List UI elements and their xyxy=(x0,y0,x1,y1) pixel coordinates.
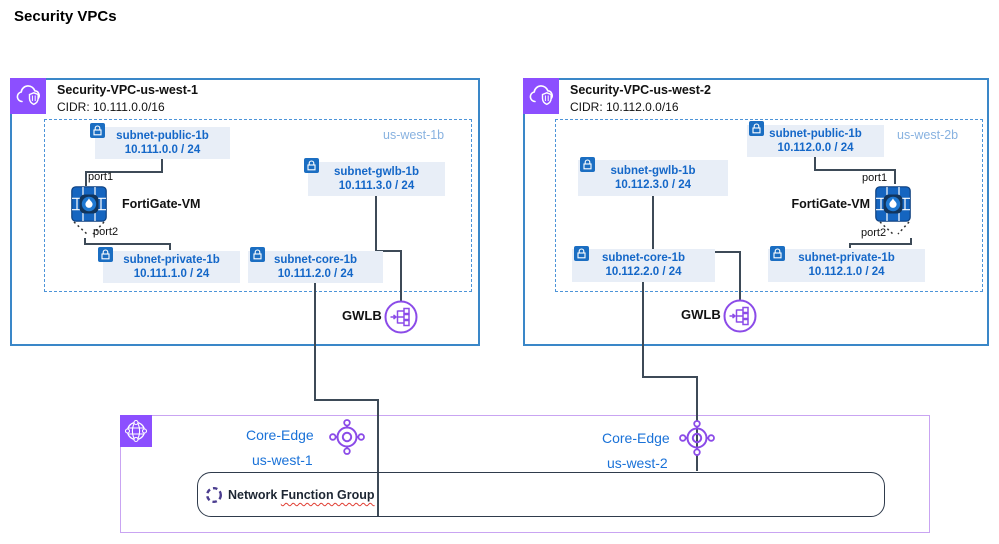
cloud-shield-icon xyxy=(523,78,559,114)
port1-label-2: port1 xyxy=(862,172,888,184)
gwlb-label-2: GWLB xyxy=(681,307,721,322)
port1-connector-vpc1 xyxy=(85,159,163,186)
subnet-box-gwlb-1: subnet-gwlb-1b 10.111.3.0 / 24 xyxy=(308,162,445,196)
port1-label-1: port1 xyxy=(88,171,114,183)
gwlb-label-1: GWLB xyxy=(342,308,382,323)
subnet-box-gwlb-2: subnet-gwlb-1b 10.112.3.0 / 24 xyxy=(578,160,728,196)
core-edge-1-region: us-west-1 xyxy=(252,452,313,468)
fortigate-icon xyxy=(875,186,911,222)
lock-icon xyxy=(770,246,785,261)
transit-gateway-icon xyxy=(679,420,715,456)
subnet-box-public-1: subnet-public-1b 10.111.0.0 / 24 xyxy=(95,127,230,159)
core-edge-1-name: Core-Edge xyxy=(246,427,314,443)
core-edge-2-region: us-west-2 xyxy=(607,455,668,471)
cloud-shield-icon xyxy=(10,78,46,114)
vpc1-title: Security-VPC-us-west-1 xyxy=(57,83,199,97)
subnet-name: subnet-core-1b xyxy=(601,252,686,264)
lock-icon xyxy=(98,247,113,262)
vpc1-cidr: CIDR: 10.111.0.0/16 xyxy=(57,100,165,114)
az1-label: us-west-1b xyxy=(383,128,445,142)
vpc-box-us-west-1 xyxy=(10,78,480,346)
subnet-name: subnet-gwlb-1b xyxy=(610,165,696,177)
subnet-cidr: 10.112.2.0 / 24 xyxy=(605,266,682,278)
firewall-label-2: FortiGate-VM xyxy=(791,197,870,211)
lock-icon xyxy=(304,158,319,173)
port2-connector-vpc1 xyxy=(84,238,171,250)
subnet-name: subnet-gwlb-1b xyxy=(334,166,419,178)
core-subnet-to-nfg-vpc1 xyxy=(314,283,379,516)
dashed-circle-icon xyxy=(205,486,223,504)
az-box-us-west-1b xyxy=(44,119,472,292)
port2-label-2: port2 xyxy=(861,227,887,239)
subnet-box-private-2: subnet-private-1b 10.112.1.0 / 24 xyxy=(768,249,925,282)
subnet-box-private-1: subnet-private-1b 10.111.1.0 / 24 xyxy=(103,251,240,283)
port2-label-1: port2 xyxy=(93,226,119,238)
gwlb-subnet-connector-vpc2 xyxy=(652,196,741,300)
lock-icon xyxy=(250,247,265,262)
port2-connector-vpc2 xyxy=(849,238,912,248)
page-title: Security VPCs xyxy=(14,8,117,25)
transit-gateway-icon xyxy=(329,419,365,455)
subnet-cidr: 10.112.3.0 / 24 xyxy=(614,179,692,191)
subnet-box-public-2: subnet-public-1b 10.112.0.0 / 24 xyxy=(747,125,884,157)
nfg-words-function-group: Function Group xyxy=(280,488,375,502)
az-box-us-west-2b xyxy=(555,119,983,292)
subnet-cidr: 10.111.1.0 / 24 xyxy=(133,268,210,280)
subnet-name: subnet-public-1b xyxy=(769,128,862,140)
subnet-name: subnet-private-1b xyxy=(123,254,220,266)
subnet-cidr: 10.112.0.0 / 24 xyxy=(777,142,854,154)
nfg-word-network: Network xyxy=(228,488,278,502)
subnet-box-core-1: subnet-core-1b 10.111.2.0 / 24 xyxy=(248,251,383,283)
network-function-group-box xyxy=(197,472,885,517)
network-function-group-label: Network Function Group xyxy=(228,488,375,502)
subnet-name: subnet-public-1b xyxy=(116,130,209,142)
lock-icon xyxy=(574,246,589,261)
vpc-box-us-west-2 xyxy=(523,78,989,346)
lock-icon xyxy=(749,121,764,136)
subnet-cidr: 10.111.3.0 / 24 xyxy=(338,180,415,192)
subnet-name: subnet-core-1b xyxy=(273,254,358,266)
subnet-cidr: 10.112.1.0 / 24 xyxy=(808,266,885,278)
gateway-load-balancer-icon xyxy=(723,299,757,333)
cloud-wan-icon xyxy=(120,415,152,447)
subnet-cidr: 10.111.2.0 / 24 xyxy=(277,268,354,280)
fortigate-icon xyxy=(71,186,107,222)
firewall-label-1: FortiGate-VM xyxy=(122,197,201,211)
az2-label: us-west-2b xyxy=(897,128,959,142)
gateway-load-balancer-icon xyxy=(384,300,418,334)
port1-connector-vpc2 xyxy=(814,157,896,184)
subnet-name: subnet-private-1b xyxy=(798,252,895,264)
lock-icon xyxy=(580,157,595,172)
lock-icon xyxy=(90,123,105,138)
vpc2-cidr: CIDR: 10.112.0.0/16 xyxy=(570,100,679,114)
vpc2-title: Security-VPC-us-west-2 xyxy=(570,83,712,97)
gwlb-subnet-connector-vpc1 xyxy=(375,196,402,301)
core-edge-box xyxy=(120,415,930,533)
core-edge-2-name: Core-Edge xyxy=(602,430,670,446)
subnet-box-core-2: subnet-core-1b 10.112.2.0 / 24 xyxy=(572,249,715,282)
subnet-cidr: 10.111.0.0 / 24 xyxy=(124,144,201,156)
